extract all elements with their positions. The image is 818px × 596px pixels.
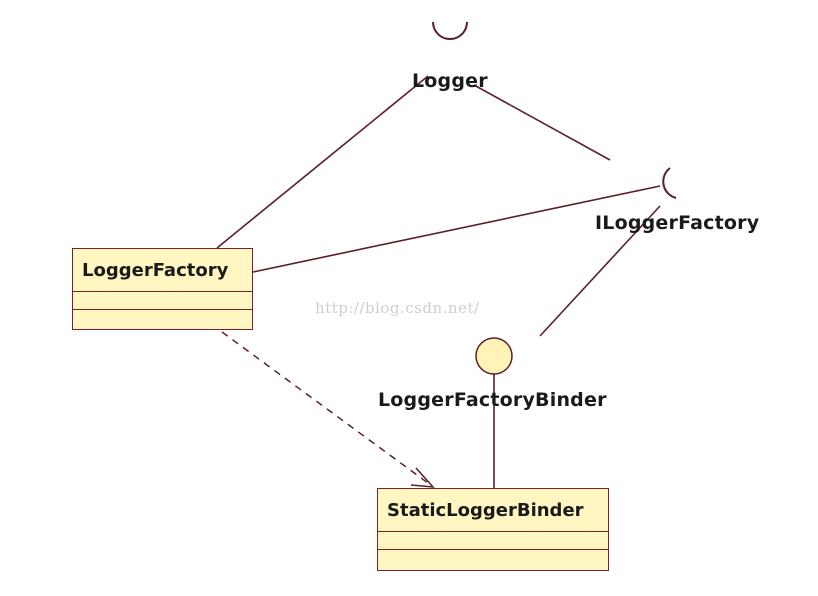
dependency-arrowhead (410, 467, 435, 488)
line-loggerfactory-to-iloggerfactory (252, 185, 661, 273)
logger-interface-socket (432, 21, 468, 40)
logger-factory-attributes-section (73, 292, 252, 310)
ilogger-factory-interface-socket (662, 167, 677, 199)
watermark-text: http://blog.csdn.net/ (315, 299, 480, 317)
logger-factory-class-box[interactable]: LoggerFactory (72, 248, 253, 330)
line-logger-to-iloggerfactory (473, 84, 611, 161)
static-logger-binder-attributes-section (378, 532, 608, 550)
line-iloggerfactory-to-binder (539, 205, 661, 337)
static-logger-binder-class-box[interactable]: StaticLoggerBinder (377, 488, 609, 571)
dependency-dashed-line (221, 331, 433, 487)
logger-factory-binder-lollipop (475, 337, 513, 375)
line-loggerfactory-to-logger (216, 75, 429, 249)
logger-factory-binder-interface-label: LoggerFactoryBinder (378, 389, 607, 411)
ilogger-factory-interface-label: ILoggerFactory (595, 212, 760, 234)
static-logger-binder-class-name: StaticLoggerBinder (378, 489, 608, 532)
static-logger-binder-operations-section (378, 550, 608, 568)
logger-factory-class-name: LoggerFactory (73, 249, 252, 292)
logger-interface-label: Logger (412, 70, 488, 92)
logger-factory-operations-section (73, 310, 252, 328)
